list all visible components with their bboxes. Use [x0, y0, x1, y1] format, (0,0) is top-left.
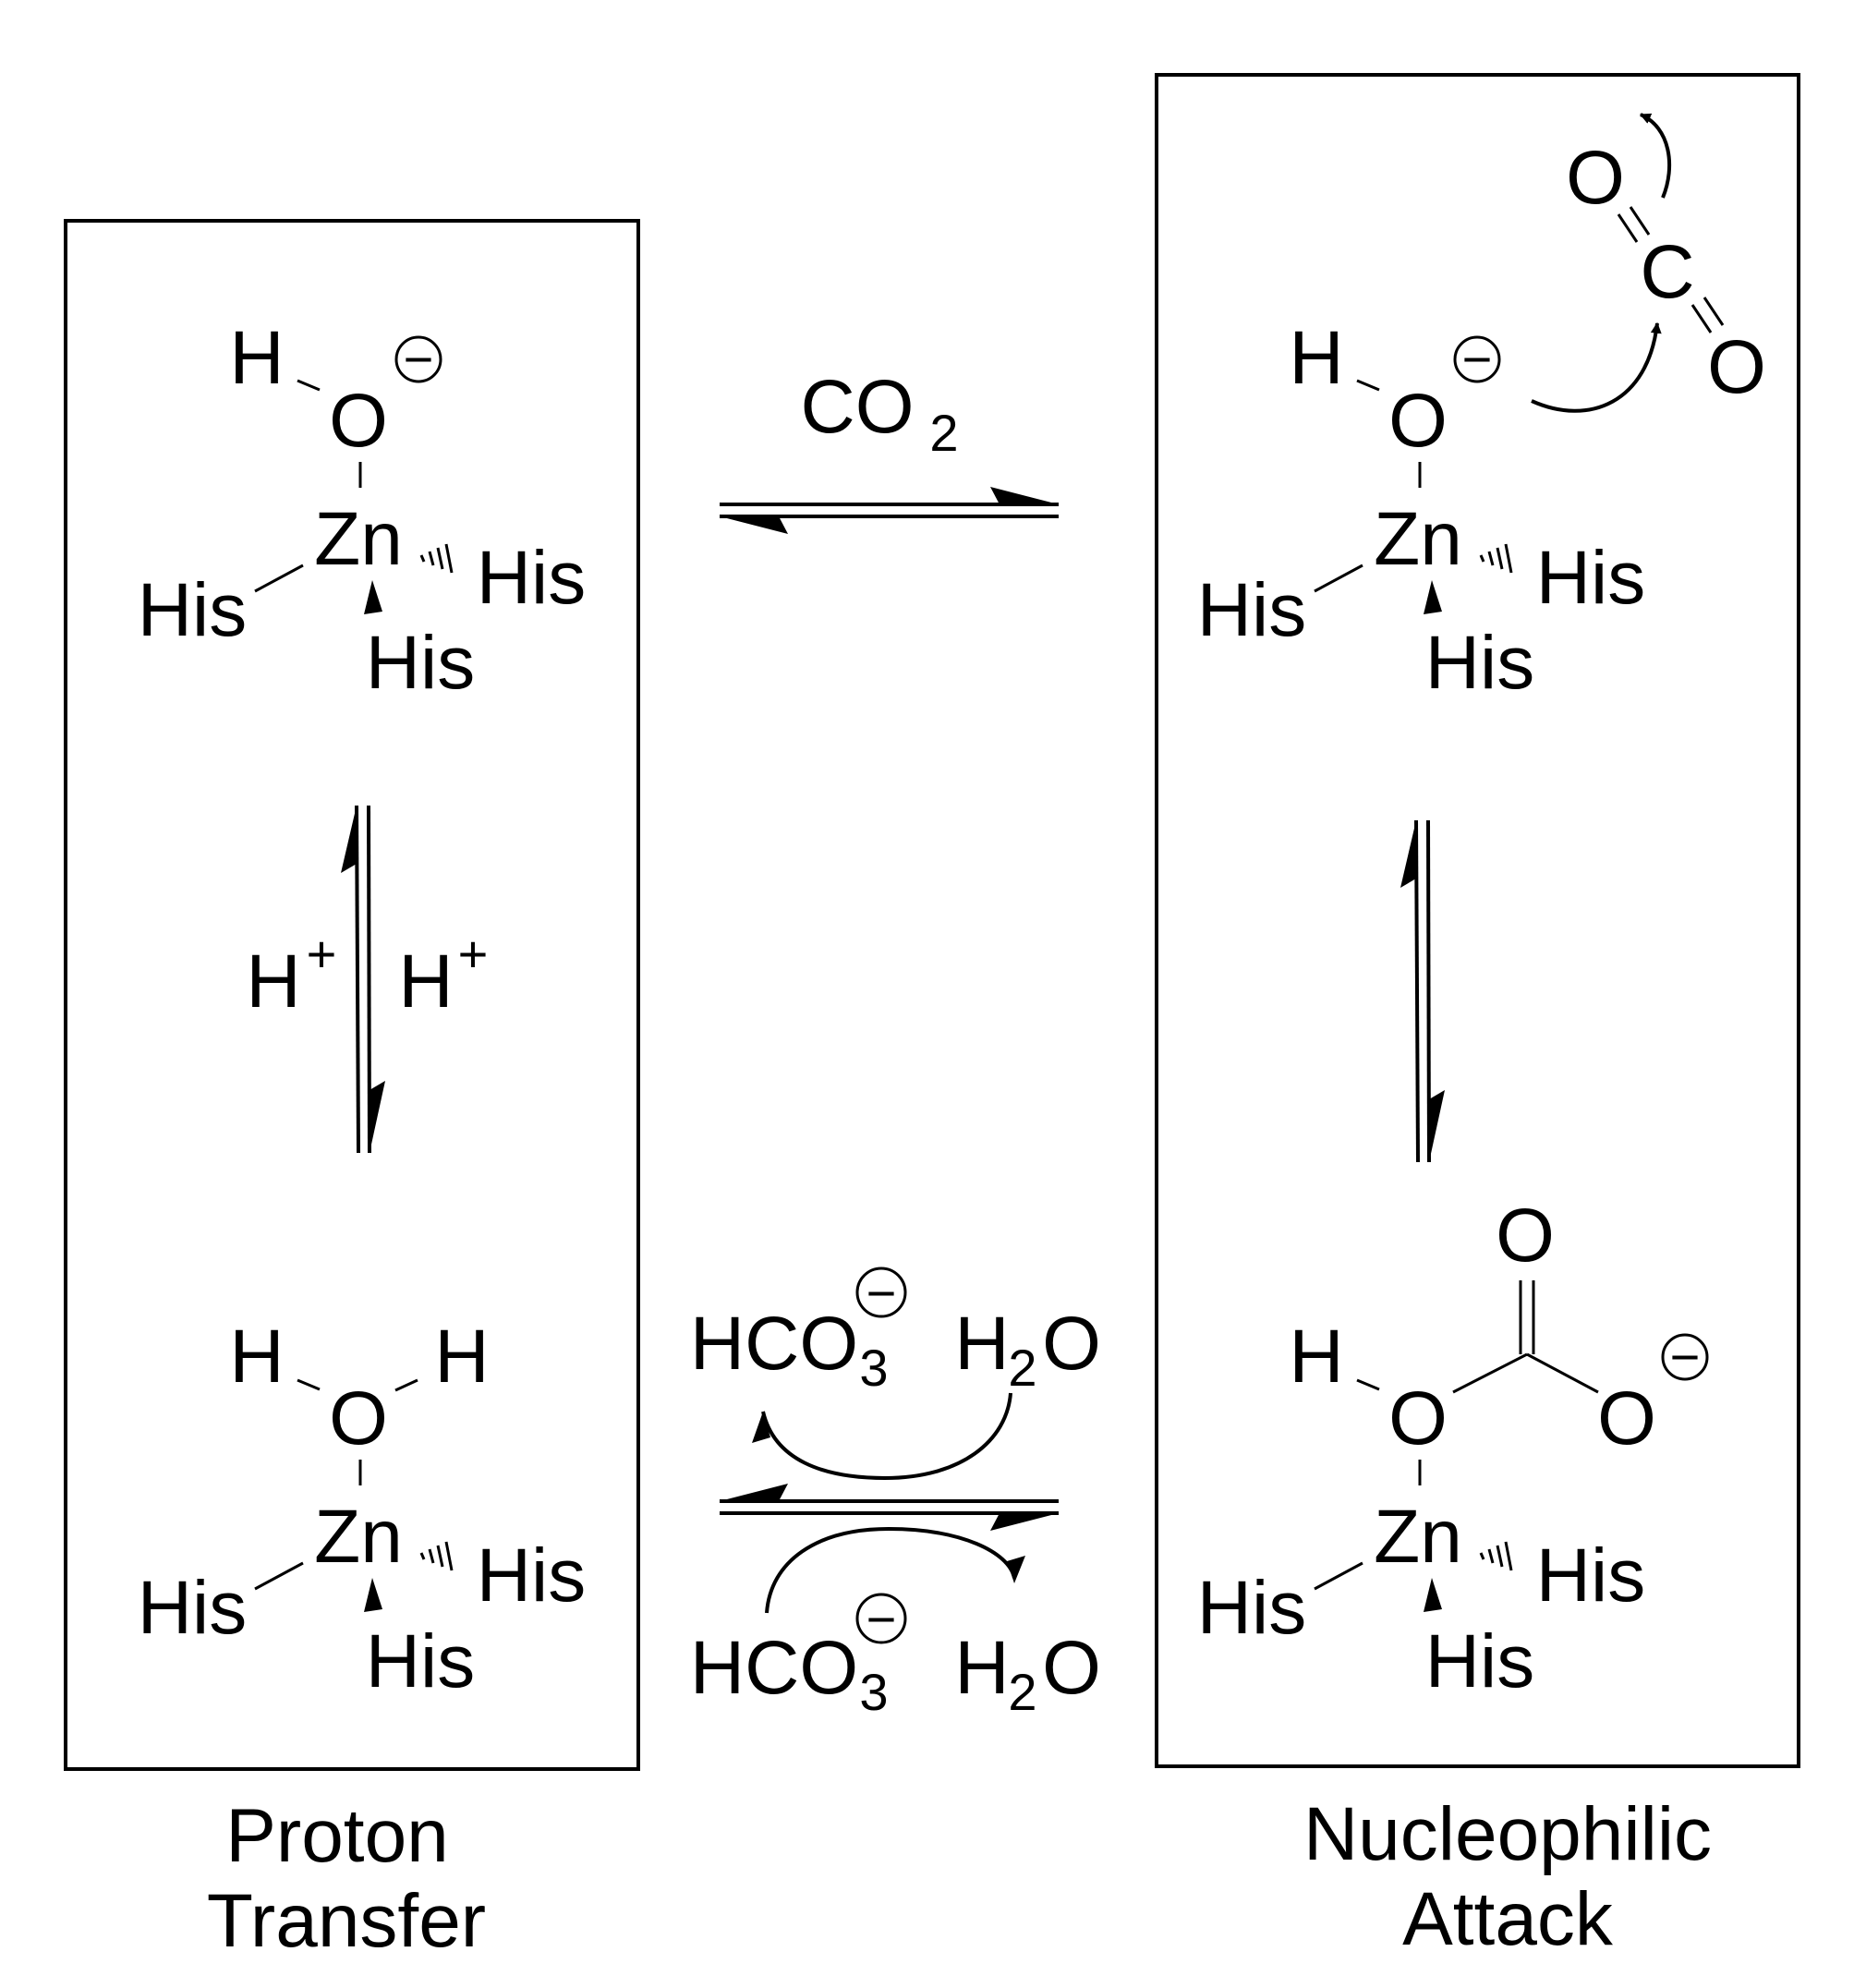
oxygen-atom: O — [329, 1376, 388, 1461]
subscript-three: 3 — [859, 1339, 888, 1397]
hydrogen-atom: H — [954, 1626, 1009, 1710]
hashed-wedge-bond — [1479, 1541, 1513, 1571]
carbon-dioxide-label: CO — [801, 365, 915, 449]
zinc-water-complex: H O H Zn His His His — [138, 1315, 586, 1703]
co2-label: CO 2 — [801, 365, 959, 462]
oxygen-atom: O — [1388, 379, 1448, 463]
curved-process-arrow — [761, 1392, 1012, 1481]
subscript-two: 2 — [1008, 1663, 1036, 1721]
negative-charge-sign: − — [866, 1590, 897, 1648]
solid-wedge-bond — [1424, 1578, 1442, 1612]
zinc-atom: Zn — [314, 497, 403, 581]
negative-charge-sign: − — [404, 330, 434, 388]
solid-wedge-bond — [364, 580, 382, 614]
negative-charge-icon — [1453, 335, 1501, 383]
proton-equilibrium-arrow — [341, 805, 385, 1154]
bicarbonate-label-top: HCO 3 − — [690, 1264, 907, 1397]
negative-charge-sign: − — [1462, 330, 1493, 388]
carbon-atom: C — [1640, 230, 1694, 314]
proton-transfer-caption: Proton — [225, 1794, 449, 1878]
oxygen-atom: O — [1042, 1626, 1101, 1710]
hashed-wedge-bond — [419, 1541, 454, 1571]
hydrogen-atom: H — [434, 1315, 489, 1399]
curved-electron-arrow — [1531, 321, 1662, 413]
curved-process-arrow — [765, 1526, 1016, 1614]
hydrogen-atom: H — [229, 1315, 284, 1399]
histidine-ligand: His — [1197, 568, 1306, 652]
negative-charge-icon — [394, 335, 442, 383]
hydrogen-atom: H — [954, 1302, 1009, 1386]
histidine-ligand: His — [1425, 621, 1534, 705]
histidine-ligand: His — [477, 536, 586, 620]
curved-arrowhead — [752, 1412, 770, 1443]
histidine-ligand: His — [366, 621, 475, 705]
nucleophilic-attack-equilibrium-arrow — [1400, 819, 1445, 1163]
histidine-ligand: His — [1536, 536, 1645, 620]
hydrogen-atom: H — [1289, 1315, 1343, 1399]
hashed-wedge-bond — [1479, 543, 1513, 574]
solid-wedge-bond — [1424, 580, 1442, 614]
zinc-atom: Zn — [1374, 1495, 1462, 1579]
bicarbonate-label: HCO — [690, 1626, 858, 1710]
co2-binding-equilibrium-arrow — [720, 487, 1059, 534]
subscript-two: 2 — [929, 404, 958, 462]
hydrogen-atom: H — [229, 316, 284, 400]
positive-charge-sign: + — [307, 925, 337, 983]
solid-wedge-bond — [364, 1578, 382, 1612]
oxygen-atom: O — [1566, 136, 1625, 220]
curved-electron-arrow — [1639, 113, 1672, 199]
histidine-ligand: His — [366, 1619, 475, 1703]
negative-charge-sign: − — [1670, 1327, 1701, 1386]
histidine-ligand: His — [138, 1566, 247, 1650]
hydrogen-atom: H — [1289, 316, 1343, 400]
zinc-atom: Zn — [314, 1495, 403, 1579]
oxygen-atom: O — [1388, 1376, 1448, 1461]
negative-charge-icon — [855, 1267, 907, 1318]
negative-charge-icon — [1661, 1333, 1709, 1381]
negative-charge-icon — [855, 1593, 907, 1644]
nucleophilic-attack-box — [1155, 73, 1800, 1768]
oxygen-atom: O — [1042, 1302, 1101, 1386]
hashed-wedge-bond — [419, 543, 454, 574]
proton-label: H — [246, 939, 300, 1024]
water-label-bottom: H 2 O — [954, 1626, 1101, 1721]
nucleophilic-attack-caption: Nucleophilic — [1303, 1792, 1712, 1876]
histidine-ligand: His — [1536, 1533, 1645, 1618]
bicarbonate-release-equilibrium-arrow — [720, 1484, 1059, 1531]
oxygen-atom: O — [1597, 1376, 1656, 1461]
water-label-top: H 2 O — [954, 1302, 1101, 1397]
nucleophilic-attack-caption: Attack — [1402, 1877, 1614, 1961]
zinc-atom: Zn — [1374, 497, 1462, 581]
carbonyl-oxygen-atom: O — [1496, 1194, 1555, 1278]
histidine-ligand: His — [1197, 1566, 1306, 1650]
proton-transfer-caption: Transfer — [207, 1879, 486, 1963]
zinc-bicarbonate-complex: O H O O − Zn His His His — [1197, 1194, 1709, 1703]
histidine-ligand: His — [1425, 1619, 1534, 1703]
subscript-three: 3 — [859, 1663, 888, 1721]
proton-label: H — [398, 939, 453, 1024]
histidine-ligand: His — [477, 1533, 586, 1618]
negative-charge-sign: − — [866, 1264, 897, 1322]
histidine-ligand: His — [138, 568, 247, 652]
oxygen-atom: O — [1707, 325, 1766, 409]
subscript-two: 2 — [1008, 1339, 1036, 1397]
oxygen-atom: O — [329, 379, 388, 463]
positive-charge-sign: + — [458, 925, 489, 983]
bicarbonate-label-bottom: HCO 3 − — [690, 1590, 907, 1721]
zinc-hydroxide-complex-right: H O − Zn His His His — [1197, 316, 1645, 705]
bicarbonate-label: HCO — [690, 1302, 858, 1386]
zinc-hydroxide-complex-left: H O − Zn His His His — [138, 316, 586, 705]
curved-arrowhead — [1007, 1556, 1025, 1583]
proton-transfer-box — [64, 219, 640, 1771]
carbon-dioxide-molecule: O C O — [1566, 136, 1766, 409]
